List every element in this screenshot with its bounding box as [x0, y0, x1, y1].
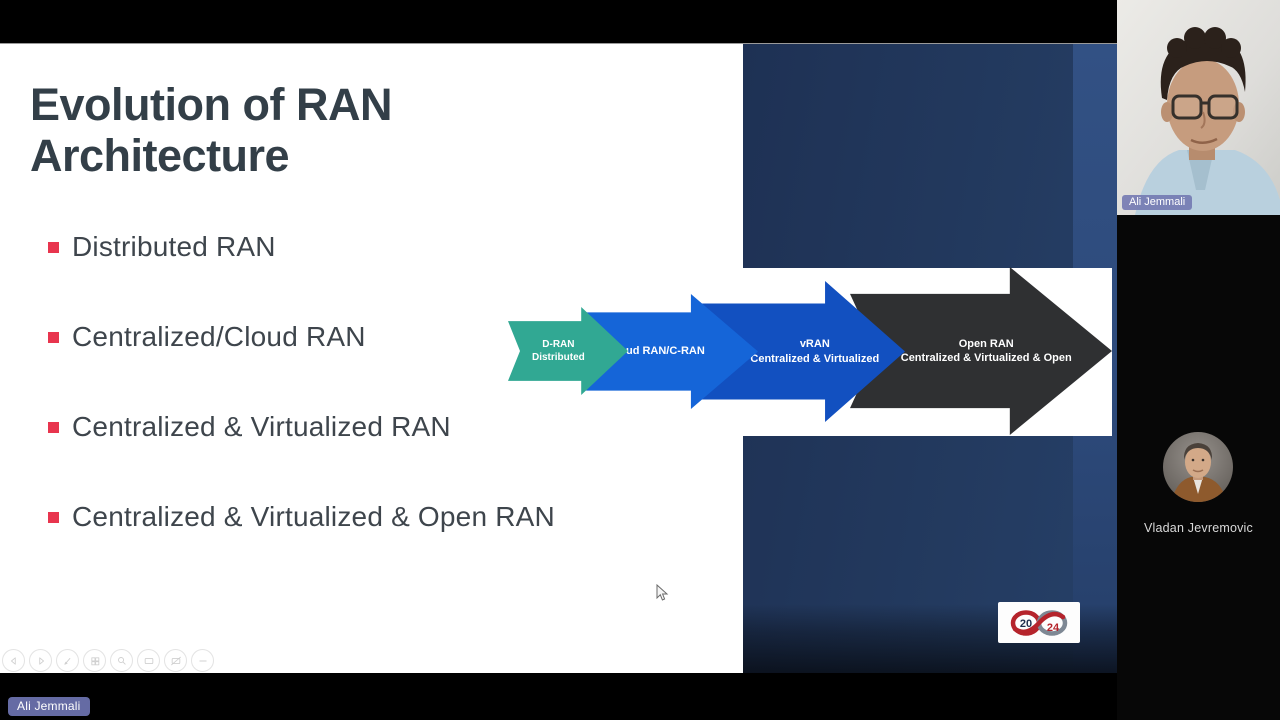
zoom-magnifier-icon[interactable] — [110, 649, 133, 672]
svg-text:24: 24 — [1047, 622, 1060, 634]
bullet-text: Centralized & Virtualized RAN — [72, 411, 451, 442]
slide-title-line2: Architecture — [30, 129, 290, 181]
stage-name: Cloud RAN/C-RAN — [608, 345, 705, 358]
bullet-item: Centralized/Cloud RAN — [48, 319, 668, 355]
bullet-item: Centralized & Virtualized & Open RAN — [48, 499, 668, 535]
presentation-slide: Evolution of RAN Architecture Distribute… — [0, 43, 1117, 673]
webcam-video-feed — [1117, 0, 1280, 215]
annotation-toolbar — [2, 649, 214, 672]
bullet-marker — [48, 421, 59, 433]
participant-name: Vladan Jevremovic — [1143, 521, 1253, 535]
presenter-name-badge: Ali Jemmali — [8, 697, 90, 716]
stage-name: D-RAN — [542, 339, 575, 350]
bullet-text: Centralized & Virtualized & Open RAN — [72, 501, 555, 532]
bullet-marker — [48, 331, 59, 343]
participants-panel: Ali Jemmali — [1117, 0, 1280, 720]
bullet-item: Distributed RAN — [48, 229, 668, 265]
diagram-arrow-label: Cloud RAN/C-RAN — [586, 294, 727, 409]
svg-text:20: 20 — [1020, 618, 1032, 630]
previous-slide-icon[interactable] — [2, 649, 25, 672]
bullet-item: Centralized & Virtualized RAN — [48, 409, 668, 445]
bullet-text: Centralized/Cloud RAN — [72, 321, 366, 352]
conference-2024-logo: 20 24 — [998, 602, 1080, 643]
screen-share-region: Evolution of RAN Architecture Distribute… — [0, 43, 1117, 716]
stop-annotation-icon[interactable] — [164, 649, 187, 672]
stage-name: vRAN — [799, 338, 830, 351]
bullet-marker — [48, 511, 59, 523]
stage-subtitle: Distributed — [532, 352, 585, 363]
stage-subtitle: Centralized & Virtualized & Open — [900, 352, 1072, 364]
bullet-text: Distributed RAN — [72, 231, 276, 262]
more-options-icon[interactable] — [191, 649, 214, 672]
bullet-marker — [48, 241, 59, 253]
diagram-arrow-label: D-RAN Distributed — [515, 307, 601, 395]
webcam-tile-ali-jemmali[interactable]: Ali Jemmali — [1117, 0, 1280, 215]
video-name-label: Ali Jemmali — [1122, 195, 1193, 210]
avatar-vladan-jevremovic[interactable] — [1163, 432, 1233, 502]
slide-bullet-list: Distributed RAN Centralized/Cloud RAN Ce… — [48, 229, 668, 589]
next-slide-icon[interactable] — [29, 649, 52, 672]
mouse-cursor — [656, 584, 669, 601]
stage-subtitle: Centralized & Virtualized — [750, 352, 880, 365]
diagram-arrow-label: Open RAN Centralized & Virtualized & Ope… — [860, 267, 1112, 435]
slide-grid-icon[interactable] — [83, 649, 106, 672]
slide-title-line1: Evolution of RAN — [30, 79, 392, 130]
monitor-view-icon[interactable] — [137, 649, 160, 672]
slide-title: Evolution of RAN Architecture — [30, 79, 490, 182]
annotate-pen-icon[interactable] — [56, 649, 79, 672]
stage-name: Open RAN — [958, 337, 1014, 350]
diagram-arrow-label: vRAN Centralized & Virtualized — [725, 281, 905, 422]
infinity-logo-graphic: 20 24 — [1010, 609, 1068, 636]
avatar-photo — [1163, 432, 1233, 502]
